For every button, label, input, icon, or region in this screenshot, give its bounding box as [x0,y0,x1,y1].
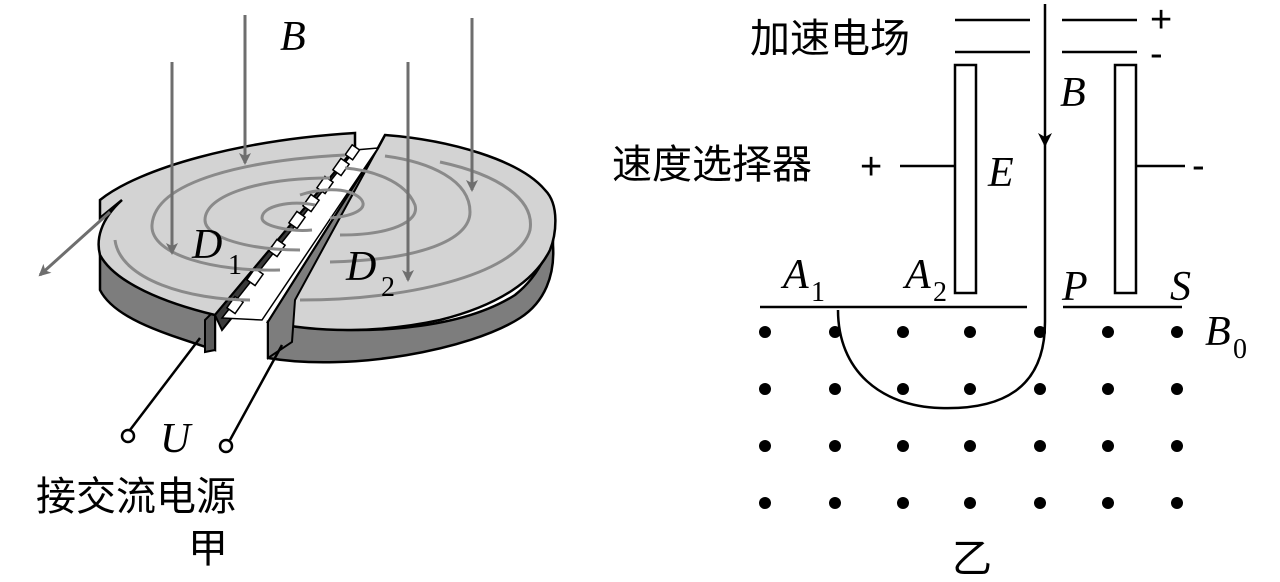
source-leads [120,337,284,454]
field-dot [897,383,909,395]
a2-label: A [902,252,931,298]
a1-label: A [780,252,809,298]
field-dot [829,497,841,509]
field-dot [964,440,976,452]
accel-plates [955,18,1137,54]
selector-plus: + [860,146,882,188]
field-dot [759,497,771,509]
spectrometer-figure: 加速电场 + - 速度选择器 + - E B A 1 A 2 P S B 0 乙 [612,0,1247,582]
selector-plate-left [953,63,978,295]
field-dot [1171,497,1183,509]
field-dot [1102,440,1114,452]
field-dot [829,383,841,395]
field-arrows [38,15,478,282]
field-dot [897,497,909,509]
voltage-label-u: U [160,416,193,462]
b0-sub: 0 [1233,334,1247,365]
a1-sub: 1 [811,277,825,308]
field-dot [829,440,841,452]
field-dot [897,440,909,452]
field-label-b2: B [1060,70,1086,116]
field-dot [759,326,771,338]
dee-label-d1-sub: 1 [228,250,242,281]
caption-b: 乙 [952,536,992,582]
field-dot [1034,497,1046,509]
accel-plus: + [1150,0,1172,41]
field-dot [1102,326,1114,338]
exit-arrow [38,210,112,277]
trajectory-arc [836,309,1047,410]
e-label: E [987,150,1014,196]
selector-label: 速度选择器 [612,142,812,188]
dee-label-d2: D [345,244,376,290]
field-dot [1034,326,1046,338]
selector-minus: - [1192,145,1205,187]
field-dot [964,497,976,509]
field-dots [759,326,1183,509]
b0-label: B [1205,309,1231,355]
field-dot [1171,383,1183,395]
field-dot [759,440,771,452]
field-dot [1171,440,1183,452]
cyclotron-figure: B D 1 D 2 U 接交流电源 甲 [36,14,557,572]
dee-label-d1: D [191,222,222,268]
accel-label: 加速电场 [750,16,910,62]
p-label: P [1061,264,1088,310]
field-dot [759,383,771,395]
field-dot [1171,326,1183,338]
accel-minus: - [1150,33,1163,75]
field-dot [897,326,909,338]
selector-plate-right [1113,63,1138,295]
a2-sub: 2 [933,277,947,308]
field-dot [964,326,976,338]
field-dot [1102,497,1114,509]
source-label: 接交流电源 [36,474,236,520]
field-dot [964,383,976,395]
s-label: S [1170,264,1191,310]
field-dot [1034,440,1046,452]
caption-a: 甲 [188,526,228,572]
dee-label-d2-sub: 2 [381,272,395,303]
spiral-path [113,153,532,302]
field-dot [829,326,841,338]
field-label-b: B [280,14,306,60]
field-dot [1102,383,1114,395]
field-dot [1034,383,1046,395]
